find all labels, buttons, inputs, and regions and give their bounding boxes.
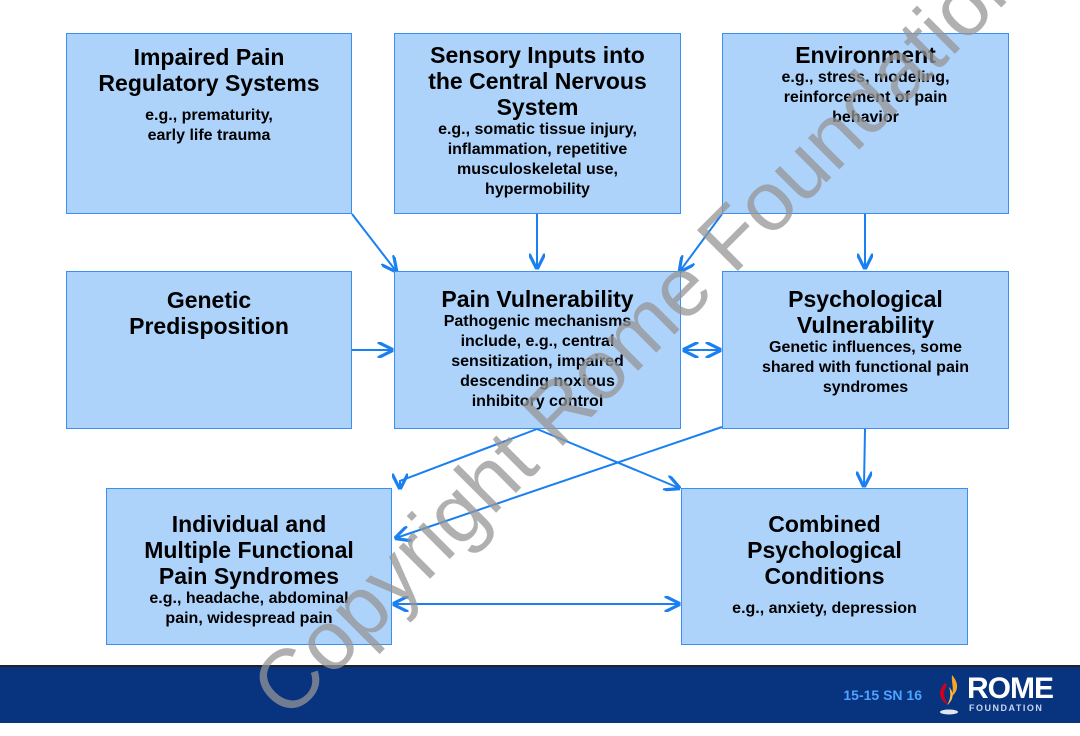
box-title: Conditions bbox=[764, 563, 885, 589]
arrow-impaired-to-pain-vulnerability bbox=[351, 213, 396, 271]
arrow-pain-vulnerability-to-combined-psych bbox=[536, 428, 679, 488]
footer-bar: 15-15 SN 16 ROME FOUNDATION bbox=[0, 665, 1080, 723]
box-subtitle: e.g., headache, abdominal bbox=[149, 590, 349, 607]
box-subtitle: Pathogenic mechanisms bbox=[443, 313, 632, 330]
box-subtitle: sensitization, impaired bbox=[451, 353, 624, 370]
box-subtitle: shared with functional pain bbox=[761, 359, 970, 376]
box-title: Individual and bbox=[171, 511, 327, 537]
box-subtitle: e.g., somatic tissue injury, bbox=[438, 121, 637, 138]
box-title: Regulatory Systems bbox=[98, 70, 320, 96]
slide-number: 15-15 SN 16 bbox=[843, 687, 922, 703]
box-subtitle: reinforcement of pain bbox=[783, 89, 948, 106]
arrow-psych-vulnerability-to-combined-psych bbox=[864, 428, 865, 486]
box-subtitle: Genetic influences, some bbox=[769, 339, 962, 356]
box-title: Environment bbox=[795, 42, 936, 68]
box-subtitle: inhibitory control bbox=[471, 393, 604, 410]
box-subtitle: e.g., prematurity, bbox=[145, 107, 273, 124]
box-subtitle: hypermobility bbox=[485, 181, 590, 198]
box-subtitle: behavior bbox=[832, 109, 899, 126]
box-subtitle: descending noxious bbox=[460, 373, 615, 390]
box-subtitle: syndromes bbox=[822, 379, 909, 396]
box-title: Psychological bbox=[747, 537, 902, 563]
box-title: Combined bbox=[768, 511, 881, 537]
box-sensory-inputs: Sensory Inputs into the Central Nervous … bbox=[394, 33, 681, 214]
box-subtitle: pain, widespread pain bbox=[165, 610, 333, 627]
arrow-pain-vulnerability-to-functional-pain bbox=[400, 428, 538, 488]
arrow-psych-vulnerability-to-functional-pain bbox=[396, 426, 723, 538]
box-title: Pain Syndromes bbox=[158, 563, 340, 589]
box-title: Genetic bbox=[166, 287, 252, 313]
box-impaired-pain-regulatory-systems: Impaired Pain Regulatory Systems e.g., p… bbox=[66, 33, 352, 214]
box-subtitle: early life trauma bbox=[147, 127, 271, 144]
box-functional-pain-syndromes: Individual and Multiple Functional Pain … bbox=[106, 488, 392, 645]
box-combined-psychological-conditions: Combined Psychological Conditions e.g., … bbox=[681, 488, 968, 645]
box-title: Sensory Inputs into bbox=[430, 42, 645, 68]
box-title: Psychological bbox=[788, 286, 943, 312]
box-subtitle: e.g., stress, modeling, bbox=[781, 69, 950, 86]
box-psychological-vulnerability: Psychological Vulnerability Genetic infl… bbox=[722, 271, 1009, 429]
box-title: System bbox=[496, 94, 579, 120]
rome-foundation-logo: ROME FOUNDATION bbox=[935, 673, 1075, 717]
box-genetic-predisposition: Genetic Predisposition bbox=[66, 271, 352, 429]
box-subtitle: include, e.g., central bbox=[460, 333, 615, 350]
arrow-environment-to-pain-vulnerability bbox=[680, 213, 723, 271]
box-title: Predisposition bbox=[129, 313, 289, 339]
box-subtitle: e.g., anxiety, depression bbox=[732, 600, 917, 617]
flame-icon bbox=[940, 675, 958, 715]
box-subtitle: inflammation, repetitive bbox=[447, 141, 628, 158]
logo-wordmark: ROME bbox=[967, 672, 1054, 705]
box-title: Pain Vulnerability bbox=[441, 286, 634, 312]
box-title: Vulnerability bbox=[796, 312, 935, 338]
logo-subtext: FOUNDATION bbox=[969, 703, 1044, 713]
box-title: Multiple Functional bbox=[144, 537, 354, 563]
box-title: Impaired Pain bbox=[133, 44, 285, 70]
box-subtitle: musculoskeletal use, bbox=[457, 161, 618, 178]
box-environment: Environment e.g., stress, modeling, rein… bbox=[722, 33, 1009, 214]
box-title: the Central Nervous bbox=[428, 68, 647, 94]
box-pain-vulnerability: Pain Vulnerability Pathogenic mechanisms… bbox=[394, 271, 681, 429]
